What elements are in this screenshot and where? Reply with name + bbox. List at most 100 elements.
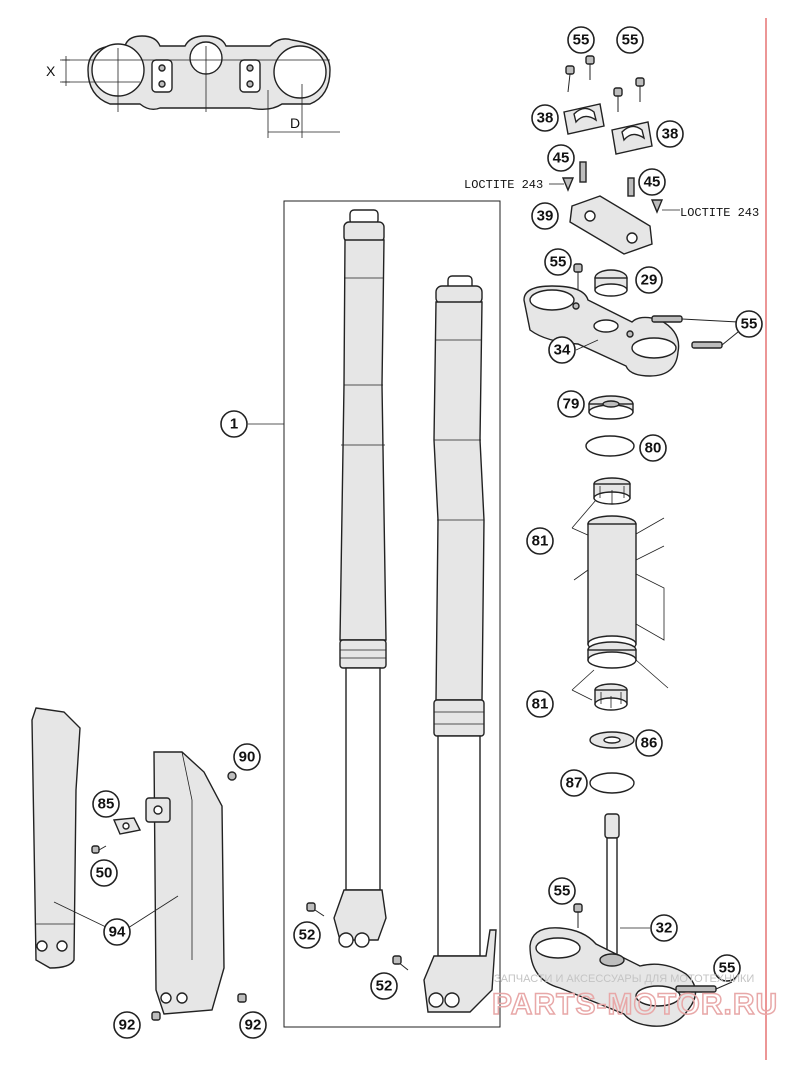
o-ring-upper xyxy=(585,435,635,457)
svg-text:92: 92 xyxy=(245,1017,262,1034)
guard-nut xyxy=(227,771,237,781)
o-ring-lower xyxy=(589,772,635,794)
loctite-label-right: LOCTITE 243 xyxy=(680,206,759,220)
loctite-label-left: LOCTITE 243 xyxy=(464,178,543,192)
callout-80: 80 xyxy=(639,434,667,462)
svg-text:1: 1 xyxy=(230,416,238,433)
svg-text:45: 45 xyxy=(644,174,661,191)
svg-text:29: 29 xyxy=(641,272,658,289)
svg-text:85: 85 xyxy=(98,796,115,813)
callout-81-upper: 81 xyxy=(526,527,554,555)
callout-94: 94 xyxy=(103,918,131,946)
svg-text:55: 55 xyxy=(741,316,758,333)
svg-text:52: 52 xyxy=(299,927,316,944)
svg-text:39: 39 xyxy=(537,208,554,225)
callout-55-lower: 55 xyxy=(548,877,576,905)
callout-55-mid: 55 xyxy=(544,248,572,276)
svg-text:52: 52 xyxy=(376,978,393,995)
svg-text:55: 55 xyxy=(554,883,571,900)
svg-text:92: 92 xyxy=(119,1017,136,1034)
svg-text:32: 32 xyxy=(656,920,673,937)
svg-text:81: 81 xyxy=(532,533,549,550)
svg-text:94: 94 xyxy=(109,924,126,941)
guard-lower-bolts xyxy=(151,993,247,1021)
watermark-brand: PARTS-MOTOR.RU xyxy=(492,988,778,1021)
lower-clamp-bolt xyxy=(573,903,583,928)
steering-bearing-lower xyxy=(587,641,637,711)
callout-52-right: 52 xyxy=(370,972,398,1000)
guard-clip xyxy=(112,817,142,835)
svg-text:90: 90 xyxy=(239,749,256,766)
stem-nut xyxy=(594,269,628,297)
callout-55-top-left: 55 xyxy=(567,26,595,54)
callout-85: 85 xyxy=(92,790,120,818)
clamp-offset-sketch xyxy=(60,35,340,138)
svg-text:81: 81 xyxy=(532,696,549,713)
svg-text:79: 79 xyxy=(563,396,580,413)
axle-bolt-left xyxy=(306,902,325,917)
leader-81-upper xyxy=(571,499,597,529)
fork-guard-left xyxy=(31,707,81,969)
svg-text:87: 87 xyxy=(566,775,583,792)
leader-94-b xyxy=(127,895,179,929)
handlebar-clamp-cap-left xyxy=(563,103,605,135)
callout-55-bottom-right: 55 xyxy=(713,954,741,982)
leader-81-upper-b xyxy=(571,527,591,537)
leader-81-lower-b xyxy=(571,689,593,701)
handlebar-clamp-base xyxy=(569,195,653,255)
handlebar-clamp-bolts xyxy=(565,55,645,112)
callout-50: 50 xyxy=(90,859,118,887)
callout-45-right: 45 xyxy=(638,168,666,196)
callout-45-left: 45 xyxy=(547,144,575,172)
callout-39: 39 xyxy=(531,202,559,230)
svg-text:34: 34 xyxy=(554,342,571,359)
svg-text:38: 38 xyxy=(662,126,679,143)
svg-text:55: 55 xyxy=(622,32,639,49)
callout-55-top-right: 55 xyxy=(616,26,644,54)
svg-text:55: 55 xyxy=(550,254,567,271)
callout-1: 1 xyxy=(220,410,248,438)
leader-34 xyxy=(575,339,599,351)
svg-text:86: 86 xyxy=(641,735,658,752)
callout-29: 29 xyxy=(635,266,663,294)
callout-34: 34 xyxy=(548,336,576,364)
steering-bearing-upper xyxy=(593,477,631,505)
callout-79: 79 xyxy=(557,390,585,418)
dim-d-label: D xyxy=(290,115,300,131)
handlebar-clamp-cap-right xyxy=(611,121,653,155)
callout-38-right: 38 xyxy=(656,120,684,148)
callout-86: 86 xyxy=(635,729,663,757)
callout-90: 90 xyxy=(233,743,261,771)
left-fork-leg xyxy=(333,209,387,948)
callout-87: 87 xyxy=(560,769,588,797)
svg-text:55: 55 xyxy=(573,32,590,49)
svg-text:38: 38 xyxy=(537,110,554,127)
leader-94-a xyxy=(53,901,109,929)
steering-dust-seal xyxy=(588,395,634,420)
leader-81-lower xyxy=(571,669,595,691)
lower-dust-seal xyxy=(589,731,635,749)
svg-text:55: 55 xyxy=(719,960,736,977)
fork-assembly-frame xyxy=(283,200,501,1028)
dim-x-label: X xyxy=(46,63,56,79)
callout-38-left: 38 xyxy=(531,104,559,132)
fork-guard-right xyxy=(145,751,225,1015)
callout-55-right: 55 xyxy=(735,310,763,338)
callout-32: 32 xyxy=(650,914,678,942)
callout-92-right: 92 xyxy=(239,1011,267,1039)
upper-clamp-bolt xyxy=(573,263,583,292)
right-fork-leg xyxy=(423,275,497,1013)
svg-text:50: 50 xyxy=(96,865,113,882)
callout-52-left: 52 xyxy=(293,921,321,949)
guard-screw xyxy=(91,845,107,854)
svg-text:45: 45 xyxy=(553,150,570,167)
svg-text:80: 80 xyxy=(645,440,662,457)
callout-81-lower: 81 xyxy=(526,690,554,718)
callout-92-left: 92 xyxy=(113,1011,141,1039)
clamp-base-bolts xyxy=(549,161,680,214)
axle-bolt-right xyxy=(392,955,409,971)
upper-triple-clamp xyxy=(523,285,739,377)
watermark-tagline: ЗАПЧАСТИ И АКСЕССУАРЫ ДЛЯ МОТОТЕХНИКИ xyxy=(494,973,754,985)
lower-triple-clamp xyxy=(529,813,733,1027)
